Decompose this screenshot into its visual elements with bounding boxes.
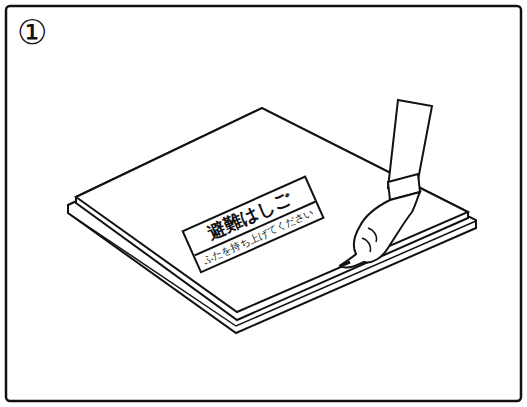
sleeve — [388, 100, 432, 188]
panel-border — [6, 6, 521, 401]
callout-number: ① — [17, 15, 47, 49]
hand — [340, 192, 420, 268]
